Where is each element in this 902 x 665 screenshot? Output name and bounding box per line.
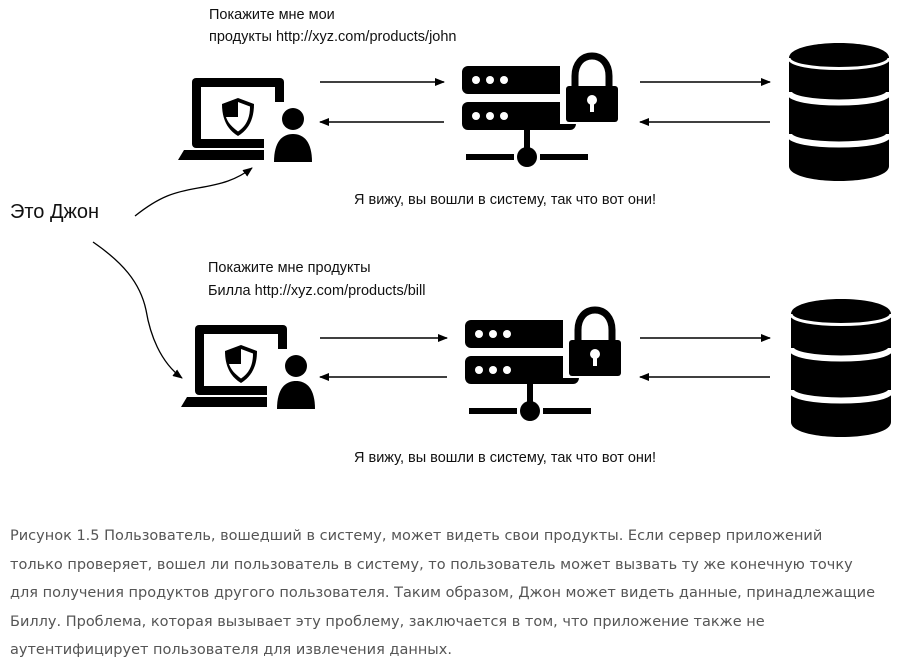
caption-line: только проверяет, вошел ли пользователь … — [10, 556, 853, 573]
server-lock-icon — [462, 56, 622, 167]
laptop-user-shield-icon — [181, 325, 327, 409]
response-text: Я вижу, вы вошли в систему, так что вот … — [354, 450, 657, 466]
database-icon — [791, 299, 891, 437]
database-icon — [789, 43, 889, 181]
request-text-line2: Билла http://xyz.com/products/bill — [208, 283, 426, 299]
figure-caption: Рисунок 1.5 Пользователь, вошедший в сис… — [10, 522, 895, 665]
response-text: Я вижу, вы вошли в систему, так что вот … — [354, 192, 657, 208]
caption-line: Биллу. Проблема, которая вызывает эту пр… — [10, 613, 765, 630]
request-text-line2: продукты http://xyz.com/products/john — [209, 29, 457, 45]
pointer-arrow-top — [134, 167, 253, 217]
laptop-user-shield-icon — [178, 78, 324, 162]
server-lock-icon — [465, 310, 625, 421]
caption-line: Рисунок 1.5 Пользователь, вошедший в сис… — [10, 528, 823, 544]
request-text-line1: Покажите мне мои — [209, 7, 335, 23]
caption-line: для получения продуктов другого пользова… — [10, 585, 876, 601]
request-text-line1: Покажите мне продукты — [208, 260, 371, 276]
pointer-arrow-bottom — [92, 241, 183, 379]
user-label: Это Джон — [10, 201, 100, 223]
caption-line: аутентифицирует пользователя для извлече… — [10, 642, 452, 658]
